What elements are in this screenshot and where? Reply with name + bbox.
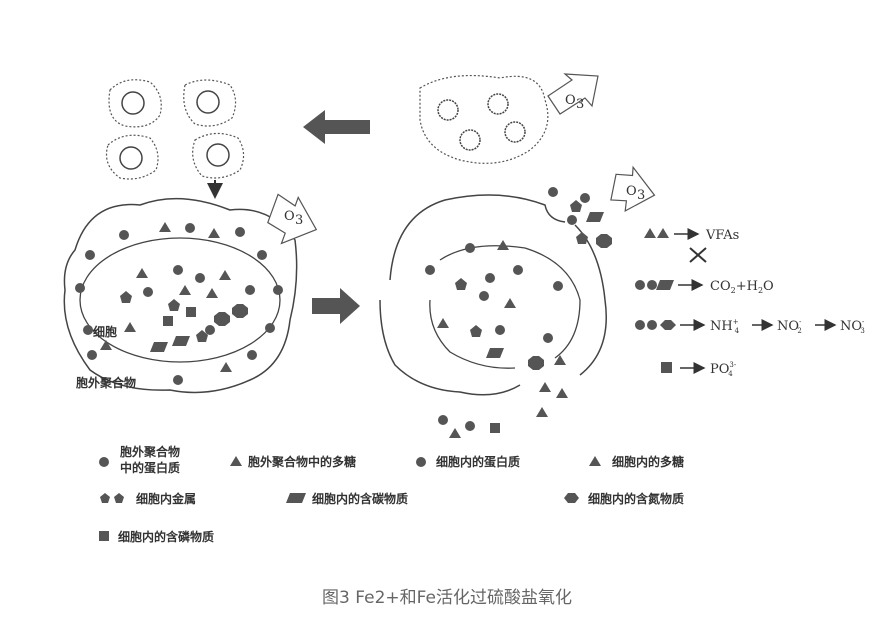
svg-text:胞外聚合物中的多糖: 胞外聚合物中的多糖 <box>248 454 356 469</box>
po4-label: PO3-4 <box>710 361 737 378</box>
pentagon-icon <box>114 493 124 503</box>
oxidant-arrow: O 3 <box>267 193 318 245</box>
legend-item: 细胞内的蛋白质 <box>416 454 520 469</box>
circle-icon <box>416 457 426 467</box>
svg-text:细胞内的含碳物质: 细胞内的含碳物质 <box>312 491 408 506</box>
legend-item: 胞外聚合物中的多糖 <box>230 454 356 469</box>
legend-item: 细胞内的多糖 <box>589 454 684 469</box>
oxidant-label: O <box>626 184 637 199</box>
product-vfas: VFAs <box>644 228 739 263</box>
small-cell <box>105 134 159 180</box>
svg-text:细胞内的多糖: 细胞内的多糖 <box>612 454 684 469</box>
pentagon-icon <box>100 493 110 503</box>
svg-text:细胞内的蛋白质: 细胞内的蛋白质 <box>436 454 520 469</box>
oxidant-sub: 3 <box>576 97 584 112</box>
triangle-icon <box>230 456 242 466</box>
oxidant-sub: 3 <box>295 213 303 228</box>
intact-floc <box>63 197 298 394</box>
floc-cluster <box>419 74 549 164</box>
product-phosphate: PO3-4 <box>661 361 737 378</box>
oxidant-arrow: O 3 <box>610 165 656 212</box>
dispersed-cells-group <box>105 79 245 180</box>
no3-label: NO-3 <box>840 318 865 335</box>
intracellular-particles-left <box>120 265 255 352</box>
legend-item: 胞外聚合物 中的蛋白质 <box>99 444 180 475</box>
blocked-icon <box>689 247 707 263</box>
small-cell <box>192 132 245 179</box>
svg-text:细胞内的含氮物质: 细胞内的含氮物质 <box>588 491 684 506</box>
legend-item: 细胞内金属 <box>100 491 196 506</box>
oxidant-label: O <box>565 93 576 108</box>
circle-icon <box>99 457 109 467</box>
right-thick-arrow <box>312 288 360 324</box>
small-cell <box>108 79 162 128</box>
svg-text:细胞内的含磷物质: 细胞内的含磷物质 <box>118 529 214 544</box>
figure-caption: 图3 Fe2+和Fe活化过硫酸盐氧化 <box>322 588 572 608</box>
triangle-icon <box>589 456 601 466</box>
parallelogram-icon <box>286 493 306 503</box>
disrupted-floc <box>379 194 607 396</box>
particles-right <box>425 187 612 438</box>
left-thick-arrow <box>303 110 370 144</box>
hexagon-icon <box>564 493 579 503</box>
eps-label: 胞外聚合物 <box>76 375 136 390</box>
oxidant-arrow: O 3 <box>547 73 599 115</box>
oxidant-label: O <box>284 209 295 224</box>
nh4-label: NH+4 <box>710 318 740 335</box>
legend-item: 细胞内的含氮物质 <box>564 491 684 506</box>
co2-label: CO2+H2O <box>710 279 774 295</box>
svg-text:中的蛋白质: 中的蛋白质 <box>120 460 180 475</box>
svg-text:细胞内金属: 细胞内金属 <box>136 491 196 506</box>
product-nitrogen: NH+4 NO-2 NO-3 <box>635 318 865 335</box>
cell-label: 细胞 <box>93 324 117 339</box>
oxidant-sub: 3 <box>637 188 645 203</box>
vfas-label: VFAs <box>705 228 739 243</box>
eps-particles-left <box>75 222 283 385</box>
svg-text:胞外聚合物: 胞外聚合物 <box>120 444 180 459</box>
no2-label: NO-2 <box>777 318 802 335</box>
legend-item: 细胞内的含磷物质 <box>99 529 214 544</box>
product-co2: CO2+H2O <box>635 279 774 295</box>
legend: 胞外聚合物 中的蛋白质 胞外聚合物中的多糖 细胞内的蛋白质 细胞内的多糖 细胞内… <box>99 444 684 544</box>
legend-item: 细胞内的含碳物质 <box>286 491 408 506</box>
small-cell <box>183 79 237 127</box>
square-icon <box>99 531 109 541</box>
